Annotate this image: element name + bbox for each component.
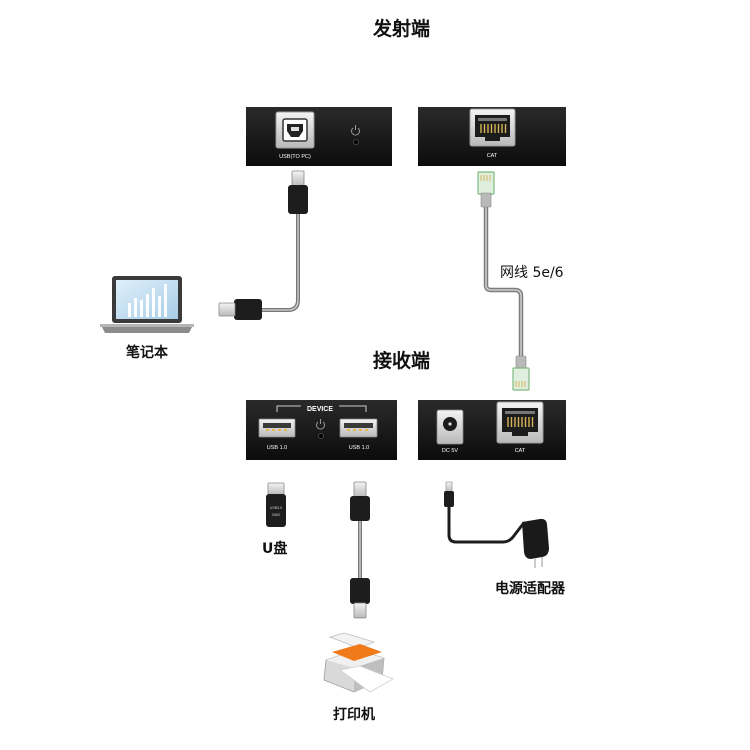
usb-a-port-left [258,418,296,438]
transmitter-cat-unit: CAT [418,107,566,166]
receiver-title: 接收端 [373,350,431,372]
cat-port-label: CAT [487,153,498,159]
adapter-label: 电源适配器 [495,581,565,597]
usb-cable [218,170,308,320]
dc-5v-label: DC 5V [442,448,459,454]
usb-to-pc-label: USB(TO PC) [279,154,311,160]
laptop-icon [100,276,194,333]
power-icon [351,125,360,136]
usb-right-label: USB 1.0 [349,445,369,451]
power-led [318,433,324,439]
udisk-print-2: 256G [272,513,281,517]
power-led [353,139,359,145]
network-cable [477,171,530,391]
udisk-print-1: USB3.0 [270,506,282,510]
power-adapter [444,481,549,568]
cat-port-label: CAT [515,448,526,454]
power-icon [316,419,325,430]
printer-icon [323,632,394,693]
printer-usb-cable [350,481,370,619]
power-adapter-icon [522,518,549,559]
usb-flash-drive-icon: USB3.0 256G [266,482,286,527]
receiver-cat-unit: DC 5V CAT [418,400,566,460]
receiver-usb-unit: DEVICE USB 1.0 USB 1.0 [246,400,397,460]
printer-label: 打印机 [333,707,375,723]
transmitter-title: 发射端 [373,18,431,40]
cable-label: 网线 5e/6 [500,265,564,281]
usb-a-port-right [339,418,378,438]
transmitter-usb-unit: USB(TO PC) [246,107,392,166]
device-label: DEVICE [307,406,333,413]
laptop-label: 笔记本 [126,345,168,361]
udisk-label: U盘 [262,541,288,557]
usb-left-label: USB 1.0 [267,445,287,451]
